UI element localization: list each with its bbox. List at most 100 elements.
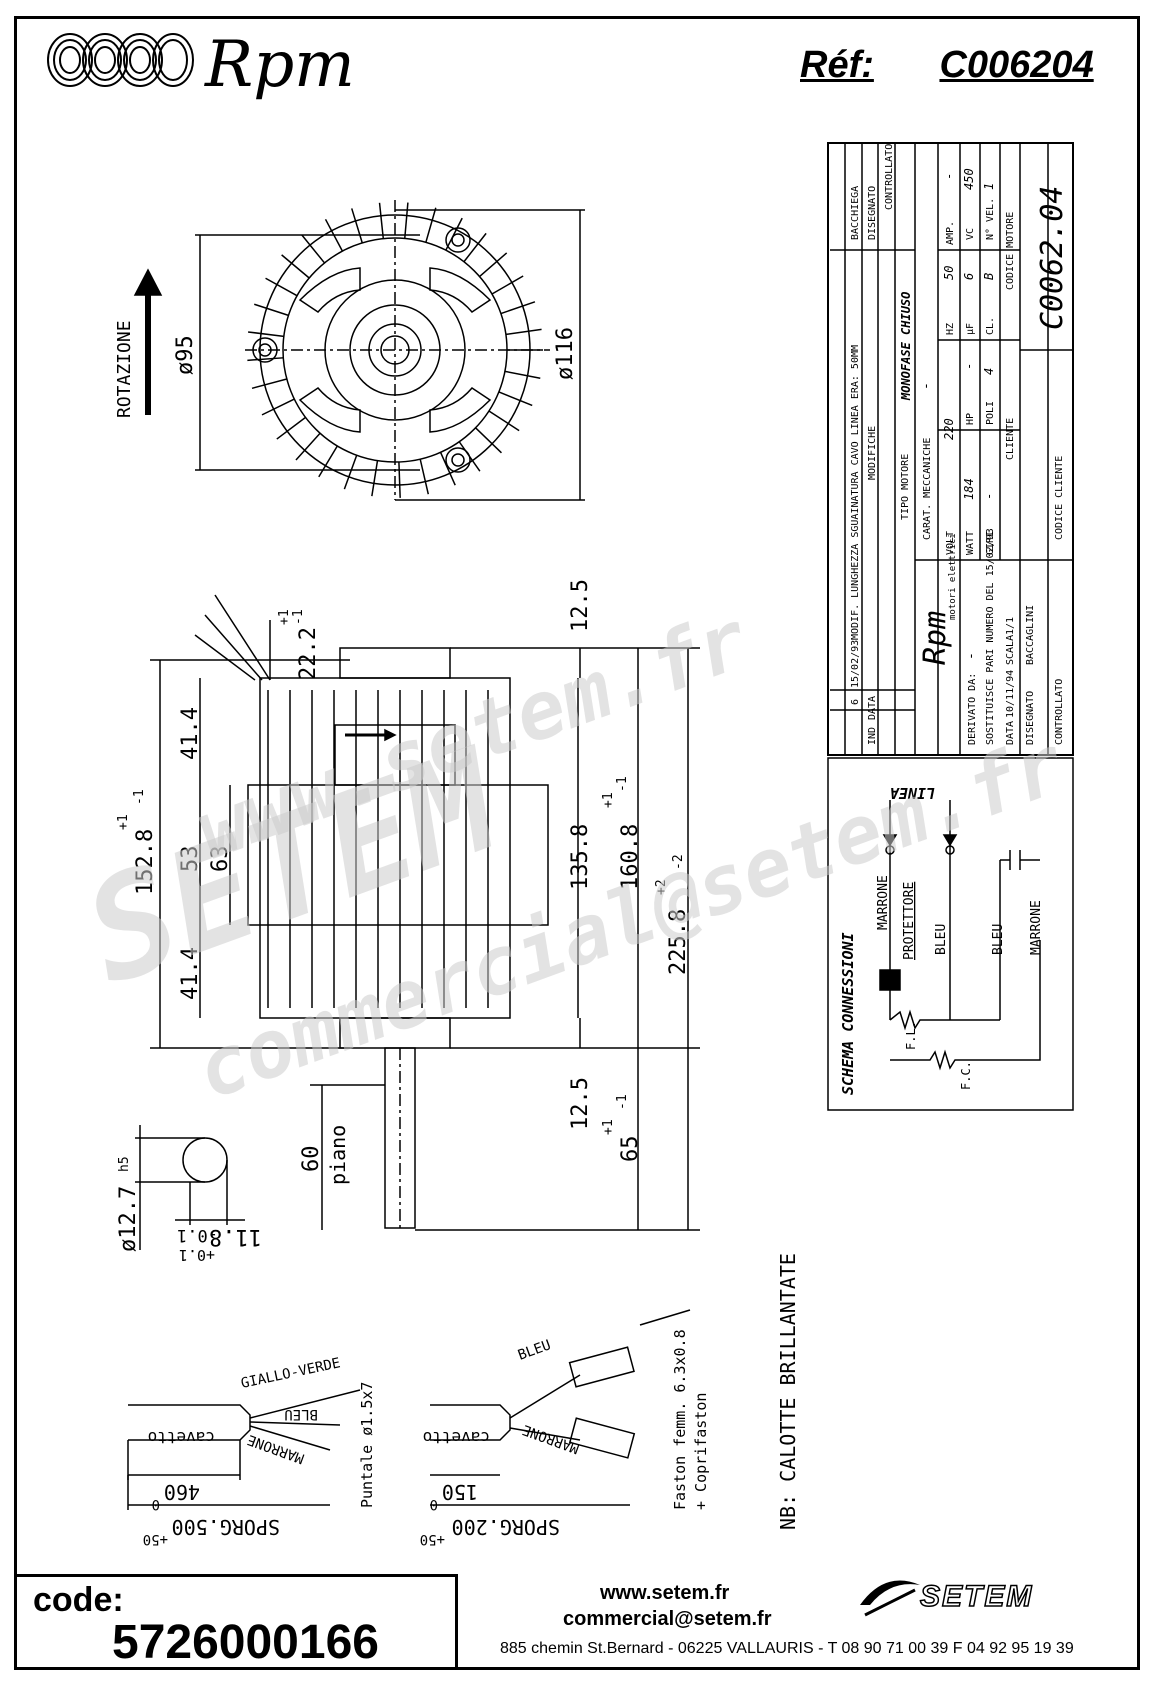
tb-hz-value: 50 (942, 266, 956, 280)
tb-head-modifiche: MODIFICHE (867, 426, 878, 480)
note-calotte: NB: CALOTTE BRILLANTATE (776, 1253, 800, 1530)
tb-data-label: DATA (1005, 721, 1016, 745)
front-view (195, 200, 585, 501)
tb-carat-label: CARAT. MECCANICHE (922, 438, 933, 540)
dim-41-4-top: 41.4 (178, 707, 203, 760)
drawing-sheet (14, 16, 1140, 1670)
tb-sostituisce: SOSTITUISCE PARI NUMERO DEL 15/02/93 (985, 528, 996, 745)
dim-60: 60 (299, 1146, 324, 1173)
dim-225-8-tol-minus: -2 (671, 854, 686, 870)
cooling-fin (265, 277, 298, 297)
dim-22-2-tol-plus: +1 (277, 609, 292, 625)
tb-rpm-logo: Rpm (918, 611, 953, 665)
tb-scala-value: 1/1 (1005, 617, 1016, 635)
cooling-fin (248, 331, 284, 338)
schema-marrone-2: MARRONE (1029, 900, 1044, 955)
schema-linea: LINEA (890, 784, 935, 802)
cable-right-sporg-tol0: 0 (430, 1496, 438, 1512)
tb-derivato-value: - (964, 652, 979, 660)
tb-tipo-motore-value: MONOFASE CHIUSO (899, 292, 913, 401)
tb-poli-value: 4 (982, 368, 996, 375)
cooling-fin (276, 416, 307, 440)
tb-rev-ind: 6 (850, 699, 861, 705)
tb-volt-value: 220 (942, 418, 956, 440)
tb-codice-motore-label: CODICE MOTORE (1005, 212, 1016, 290)
cable-right-marrone: MARRONE (520, 1421, 581, 1456)
cooling-fin (500, 301, 536, 315)
cable-right-drawing (430, 1309, 691, 1506)
dim-65-tol-plus: +1 (601, 1119, 616, 1135)
cooling-fin (419, 458, 430, 495)
cooling-fin (281, 254, 310, 279)
dim-65-tol-minus: -1 (615, 1094, 630, 1110)
cooling-fin (295, 432, 321, 461)
dim-225-8: 225.8 (666, 909, 691, 975)
cooling-fin (425, 207, 437, 243)
dim-41-4-bottom: 41.4 (178, 947, 203, 1000)
tb-rev-desc: MODIF. LUNGHEZZA SGUAINATURA CAVO LINEA … (850, 345, 861, 640)
cable-right-coprifaston: + Coprifaston (692, 1393, 710, 1510)
rotation-label: ROTAZIONE (114, 320, 135, 418)
tb-scala-label: SCALA (1005, 635, 1016, 665)
tb-cl-value: B (982, 273, 996, 280)
shaft-tol-plus: +0.1 (179, 1246, 215, 1264)
footer-email-link[interactable]: commercial@setem.fr (563, 1608, 772, 1630)
dim-12-5-bottom: 12.5 (568, 1077, 593, 1130)
tb-amp-value: - (942, 173, 956, 180)
cooling-fin (343, 454, 358, 490)
tb-volt-label: VOLT (945, 531, 956, 555)
rpm-logo-icon (47, 33, 194, 87)
tb-nvel-label: N° VEL. (985, 198, 996, 240)
cooling-fin (445, 217, 463, 251)
cable-left-sporg-tol50: +50 (143, 1531, 168, 1547)
setem-swoosh-icon (860, 1580, 920, 1617)
cable-gialloverde: GIALLO-VERDE (240, 1355, 342, 1392)
wiring-schema (827, 757, 1074, 1111)
title-block (827, 142, 1074, 756)
dim-22-2-tol-minus: -1 (291, 609, 306, 625)
cooling-fin (247, 357, 284, 362)
ref-label: Réf: (800, 44, 874, 86)
cable-right-sporg: SPORG.200 (452, 1515, 560, 1539)
schema-protettore: PROTETTORE (902, 882, 917, 960)
dim-135-8: 135.8 (568, 824, 593, 890)
cooling-fin (398, 461, 401, 498)
tb-hz-label: HZ (945, 323, 956, 335)
dim-63: 63 (208, 846, 233, 873)
tb-hp-label: HP (965, 413, 976, 425)
cooling-fin (378, 202, 385, 239)
dim-12-5-top: 12.5 (568, 579, 593, 632)
cooling-fin (479, 252, 508, 278)
dim-152-8-tol-minus: -1 (132, 789, 147, 805)
tb-carat-value: - (919, 382, 934, 390)
tb-disegnato-label: DISEGNATO (1025, 691, 1036, 745)
tb-codice-motore-value: C0062.04 (1035, 186, 1070, 331)
cooling-fin (251, 378, 288, 390)
cable-left-sporg-tol0: 0 (152, 1496, 160, 1512)
tb-data-value: 10/11/94 (1005, 670, 1016, 718)
cable-right-sporg-tol50: +50 (420, 1531, 445, 1547)
cooling-fin (439, 452, 456, 486)
tb-uf-label: µF (965, 323, 976, 335)
dim-225-8-tol-plus: +2 (654, 879, 669, 895)
dim-116: ø116 (553, 327, 578, 380)
cooling-fin (491, 275, 524, 295)
tb-cl-label: CL. (985, 317, 996, 335)
setem-brand: SETEM (919, 1579, 1034, 1614)
tb-tipo-motore-label: TIPO MOTORE (900, 454, 911, 520)
tb-vc-label: VC (965, 228, 976, 240)
cooling-fin (498, 391, 533, 407)
footer-website-link[interactable]: www.setem.fr (600, 1582, 730, 1604)
cooling-fin (488, 410, 520, 432)
logo-text: Rpm (205, 28, 355, 102)
dim-160-8-tol-plus: +1 (601, 792, 616, 808)
tb-rev-date: 15/02/93 (850, 640, 861, 688)
tb-cliente-label: CLIENTE (1005, 418, 1016, 460)
shaft-h5: h5 (117, 1156, 132, 1172)
tb-rpm-sub: motori elettrici (948, 533, 958, 620)
tb-disegnato-value: BACCAGLINI (1025, 605, 1036, 665)
cable-left-drawing (127, 1389, 361, 1510)
cooling-fin (351, 208, 363, 244)
cooling-fin (301, 234, 326, 264)
tb-derivato-label: DERIVATO DA: (967, 673, 978, 745)
